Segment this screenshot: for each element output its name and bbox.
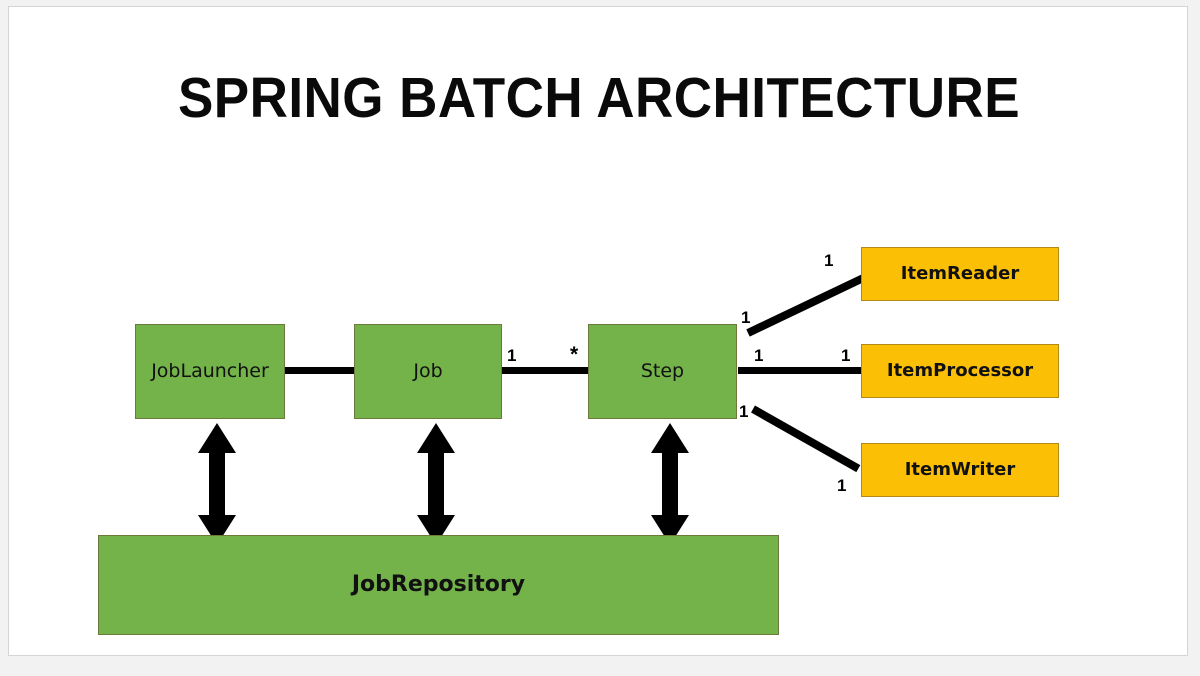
node-joblauncher-label: JobLauncher (151, 360, 269, 382)
node-step-label: Step (640, 360, 685, 382)
cardinality-job-step-source: 1 (507, 346, 517, 365)
connector-step-itemreader (746, 274, 865, 337)
cardinality-step-itemwriter-far: 1 (837, 476, 847, 495)
connector-job-step (501, 367, 604, 374)
node-itemwriter-label: ItemWriter (904, 459, 1016, 480)
node-jobrepository[interactable]: JobRepository (98, 535, 779, 635)
cardinality-step-itemwriter-near: 1 (739, 402, 749, 421)
cardinality-job-step-target: * (570, 343, 579, 366)
diagram-canvas: SPRING BATCH ARCHITECTURE (8, 6, 1188, 656)
node-jobrepository-label: JobRepository (351, 572, 526, 597)
node-itemreader[interactable]: ItemReader (861, 247, 1059, 301)
node-job[interactable]: Job (354, 324, 502, 419)
connector-job-jobrepository (416, 423, 456, 545)
connector-joblauncher-jobrepository (197, 423, 237, 545)
cardinality-step-itemreader-near: 1 (741, 308, 751, 327)
node-itemprocessor-label: ItemProcessor (886, 360, 1034, 381)
cardinality-step-itemreader-far: 1 (824, 251, 834, 270)
node-itemwriter[interactable]: ItemWriter (861, 443, 1059, 497)
node-job-label: Job (413, 360, 443, 382)
node-joblauncher[interactable]: JobLauncher (135, 324, 285, 419)
node-itemreader-label: ItemReader (900, 263, 1020, 284)
connector-step-jobrepository (650, 423, 690, 545)
connector-joblauncher-job (284, 367, 370, 374)
connector-step-itemprocessor (738, 367, 873, 374)
page-title: SPRING BATCH ARCHITECTURE (177, 66, 1021, 130)
node-itemprocessor[interactable]: ItemProcessor (861, 344, 1059, 398)
connector-step-itemwriter (751, 405, 861, 473)
cardinality-step-itemprocessor-far: 1 (841, 346, 851, 365)
node-step[interactable]: Step (588, 324, 737, 419)
cardinality-step-itemprocessor-near: 1 (754, 346, 764, 365)
